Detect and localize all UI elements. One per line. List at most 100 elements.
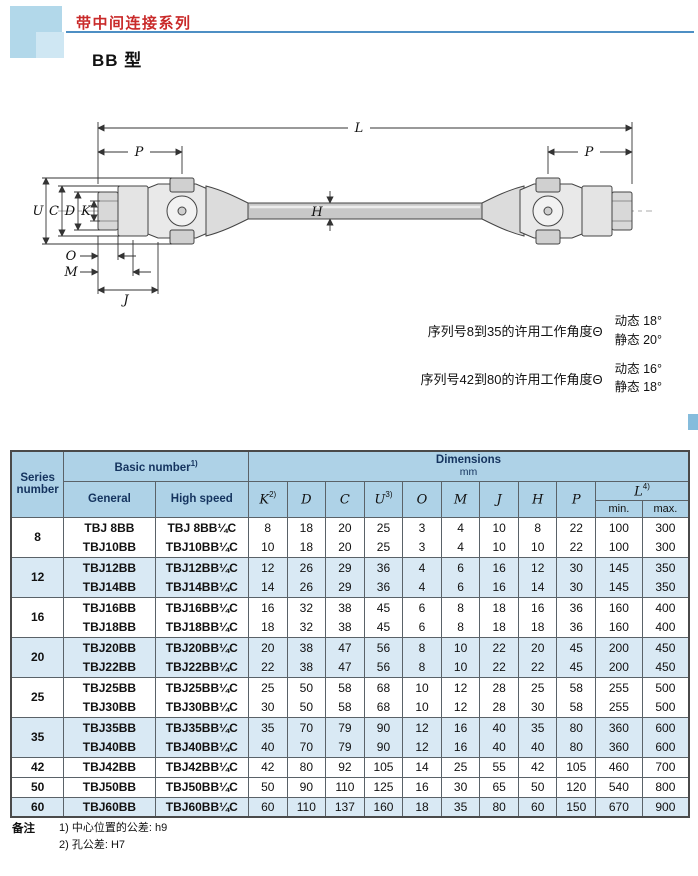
general-part-number: TBJ20BB [63,636,156,658]
dim-label-j: J [120,293,129,308]
unit-label: mm [459,466,478,479]
dimension-value: 14 [402,756,442,778]
dimension-value: 80 [479,796,519,818]
dimension-value: 38 [286,636,327,658]
dimension-value: 55 [479,756,519,778]
dimension-value: 70 [286,716,327,738]
footnote-2: 2) 孔公差: H7 [59,839,126,852]
dimension-value: 350 [641,556,690,578]
angle-note-values: 动态 16° 静态 18° [614,361,662,395]
col-header-l: L4) [595,480,690,501]
high-speed-part-number: TBJ14BB¼C [154,577,249,598]
dimension-value: 35 [517,716,558,738]
high-speed-part-number: TBJ60BB¼C [154,796,249,818]
dimension-value: 540 [595,776,643,798]
dimension-value: 22 [479,657,519,678]
dimension-value: 68 [363,697,404,718]
page-edge-marker [688,414,698,430]
dimension-value: 60 [517,796,558,818]
high-speed-part-number: TBJ18BB¼C [154,617,249,638]
dimension-value: 18 [286,537,327,558]
dimension-value: 40 [517,737,558,758]
dimension-value: 10 [517,537,558,558]
high-speed-part-number: TBJ40BB¼C [154,737,249,758]
dimension-value: 12 [402,716,442,738]
dimension-value: 145 [595,556,643,578]
col-header-high-speed: High speed [154,480,249,518]
dimension-value: 30 [247,697,288,718]
dimension-value: 35 [440,796,481,818]
angle-note-series-8-35: 序列号8到35的许用工作角度Θ 动态 18° 静态 20° [421,312,662,350]
high-speed-part-number: TBJ42BB¼C [154,756,249,778]
series-number-cell: 20 [10,636,65,678]
dimension-value: 25 [247,676,288,698]
dimension-value: 30 [556,577,597,598]
general-part-number: TBJ40BB [63,737,156,758]
dimension-value: 8 [440,596,481,618]
dimension-value: 20 [325,537,365,558]
dimension-value: 8 [247,516,288,538]
dimension-value: 700 [641,756,690,778]
dimension-value: 4 [440,537,481,558]
general-part-number: TBJ10BB [63,537,156,558]
footnote-lines: 1) 中心位置的公差: h9 2) 孔公差: H7 [59,820,167,854]
col-header-c: C [325,480,365,518]
high-speed-part-number: TBJ12BB¼C [154,556,249,578]
dimension-value: 137 [325,796,365,818]
dimension-value: 10 [247,537,288,558]
dimension-value: 12 [247,556,288,578]
dimension-value: 70 [286,737,327,758]
dimension-value: 500 [641,697,690,718]
dimension-value: 80 [286,756,327,778]
angle-note-values: 动态 18° 静态 20° [614,314,662,347]
col-header-k: K2) [247,480,288,518]
general-part-number: TBJ16BB [63,596,156,618]
dimension-value: 28 [479,676,519,698]
dim-label-p-left: P [134,145,144,160]
dimension-value: 30 [440,776,481,798]
spec-table: Series number Basic number1) Dimensions … [10,450,690,819]
dimension-value: 120 [556,776,597,798]
dimension-value: 300 [641,537,690,558]
footnotes-label: 备注 [12,823,35,835]
dimension-value: 4 [402,556,442,578]
series-number-cell: 12 [10,556,65,598]
dimension-value: 12 [517,556,558,578]
dimension-value: 160 [363,796,404,818]
dimension-value: 16 [247,596,288,618]
technical-drawing: L P P U C D K H O M J [33,121,652,308]
dim-label-d: D [64,204,76,219]
dimension-value: 80 [556,716,597,738]
dim-label-h: H [310,205,323,220]
dimension-value: 6 [402,596,442,618]
dimension-value: 460 [595,756,643,778]
dimension-value: 6 [440,556,481,578]
dimension-value: 10 [440,657,481,678]
dimension-value: 25 [440,756,481,778]
dimension-value: 16 [440,716,481,738]
dimension-value: 100 [595,516,643,538]
dim-label-m: M [63,265,78,280]
general-part-number: TBJ30BB [63,697,156,718]
dimension-value: 45 [556,657,597,678]
dimension-value: 56 [363,657,404,678]
dimension-value: 45 [363,596,404,618]
dim-label-o: O [66,249,77,264]
dimension-value: 14 [247,577,288,598]
high-speed-part-number: TBJ10BB¼C [154,537,249,558]
dimension-value: 42 [247,756,288,778]
dimension-value: 3 [402,516,442,538]
dimension-value: 30 [556,556,597,578]
dimension-value: 8 [517,516,558,538]
dimension-value: 800 [641,776,690,798]
dimension-value: 40 [247,737,288,758]
col-header-h: H [517,480,558,518]
